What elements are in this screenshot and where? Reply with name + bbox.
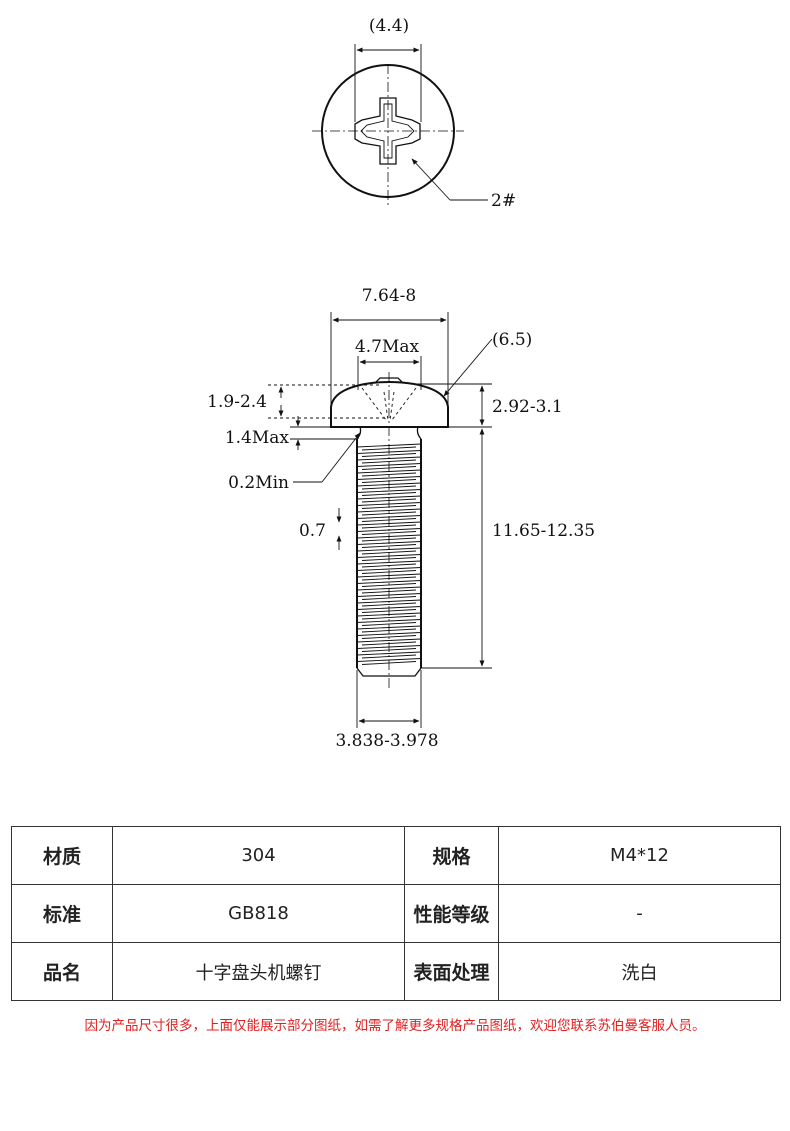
thread-line-inner — [361, 511, 417, 516]
head-recess-cone-center-right — [389, 391, 395, 421]
dim-head-recess-label: (4.4) — [369, 16, 409, 36]
dim-pitch-label: 0.7 — [299, 521, 326, 541]
thread-line — [356, 476, 422, 480]
spec-value-grade: - — [498, 884, 781, 943]
dim-underhead-radius-label: 0.2Min — [228, 473, 289, 493]
head-recess-cone-left — [361, 387, 387, 421]
drive-size-leader — [411, 158, 451, 201]
technical-drawing: (4.4) 2# 7.64-8 4.7Max — [207, 16, 595, 751]
dim-underhead-label: 1.4Max — [225, 428, 290, 448]
thread-line — [356, 508, 422, 513]
head-recess-cone-center-left — [383, 391, 389, 421]
spec-value-standard: GB818 — [112, 884, 405, 943]
thread-line-inner — [361, 524, 417, 529]
footer-note: 因为产品尺寸很多，上面仅能展示部分图纸，如需了解更多规格产品图纸，欢迎您联系苏伯… — [84, 1018, 706, 1034]
spec-value-material: 304 — [112, 826, 405, 885]
dim-head-radius-leader — [443, 338, 493, 397]
thread-line-inner — [361, 459, 417, 464]
pan-head-outline — [330, 381, 449, 428]
thread-line-inner — [361, 472, 417, 477]
side-view: 7.64-8 4.7Max (6.5) 1.9-2.4 2.92-3.1 1.4… — [207, 286, 595, 751]
thread-line-inner — [361, 531, 417, 535]
spec-row-standard: 标准 GB818 性能等级 - — [11, 884, 781, 943]
spec-value-size: M4*12 — [498, 826, 781, 885]
dim-recess-width-label: 4.7Max — [355, 337, 420, 357]
thread-line-inner — [361, 544, 417, 548]
dim-underhead-radius-leader — [321, 432, 361, 483]
dim-length-label: 11.65-12.35 — [492, 521, 595, 541]
drive-size-label: 2# — [491, 191, 516, 211]
spec-value-finish: 洗白 — [498, 942, 781, 1001]
thread-line — [356, 495, 422, 500]
thread-line-inner — [361, 615, 417, 620]
thread-line — [356, 547, 422, 552]
thread-line — [356, 638, 422, 643]
dim-thread-diameter-label: 3.838-3.978 — [335, 731, 438, 751]
dim-head-height-label: 2.92-3.1 — [492, 397, 563, 417]
dim-head-radius-label: (6.5) — [492, 330, 532, 350]
spec-table: 材质 304 规格 M4*12 标准 GB818 性能等级 - 品名 十字盘头机… — [11, 826, 781, 1001]
spec-label-grade: 性能等级 — [404, 884, 499, 943]
phillips-recess-outline — [354, 97, 421, 165]
top-view: (4.4) 2# — [312, 16, 516, 211]
spec-row-product: 品名 十字盘头机螺钉 表面处理 洗白 — [11, 942, 781, 1001]
shank-tip — [356, 667, 422, 677]
thread-line-inner — [361, 453, 417, 457]
thread-line — [356, 489, 422, 493]
spec-label-material: 材质 — [11, 826, 113, 885]
spec-value-product-name: 十字盘头机螺钉 — [112, 942, 405, 1001]
thread-line-inner — [361, 602, 417, 607]
spec-row-material: 材质 304 规格 M4*12 — [11, 826, 781, 885]
dim-recess-depth-label: 1.9-2.4 — [207, 392, 267, 412]
thread-line — [356, 580, 422, 584]
spec-label-product-name: 品名 — [11, 942, 113, 1001]
head-recess-cone-right — [391, 387, 417, 421]
spec-label-size: 规格 — [404, 826, 499, 885]
spec-label-standard: 标准 — [11, 884, 113, 943]
spec-label-finish: 表面处理 — [404, 942, 499, 1001]
thread-line — [356, 567, 422, 571]
phillips-recess-inner — [360, 103, 415, 159]
thread-line — [356, 560, 422, 565]
dim-head-diameter-label: 7.64-8 — [362, 286, 416, 306]
thread-line — [356, 651, 422, 656]
